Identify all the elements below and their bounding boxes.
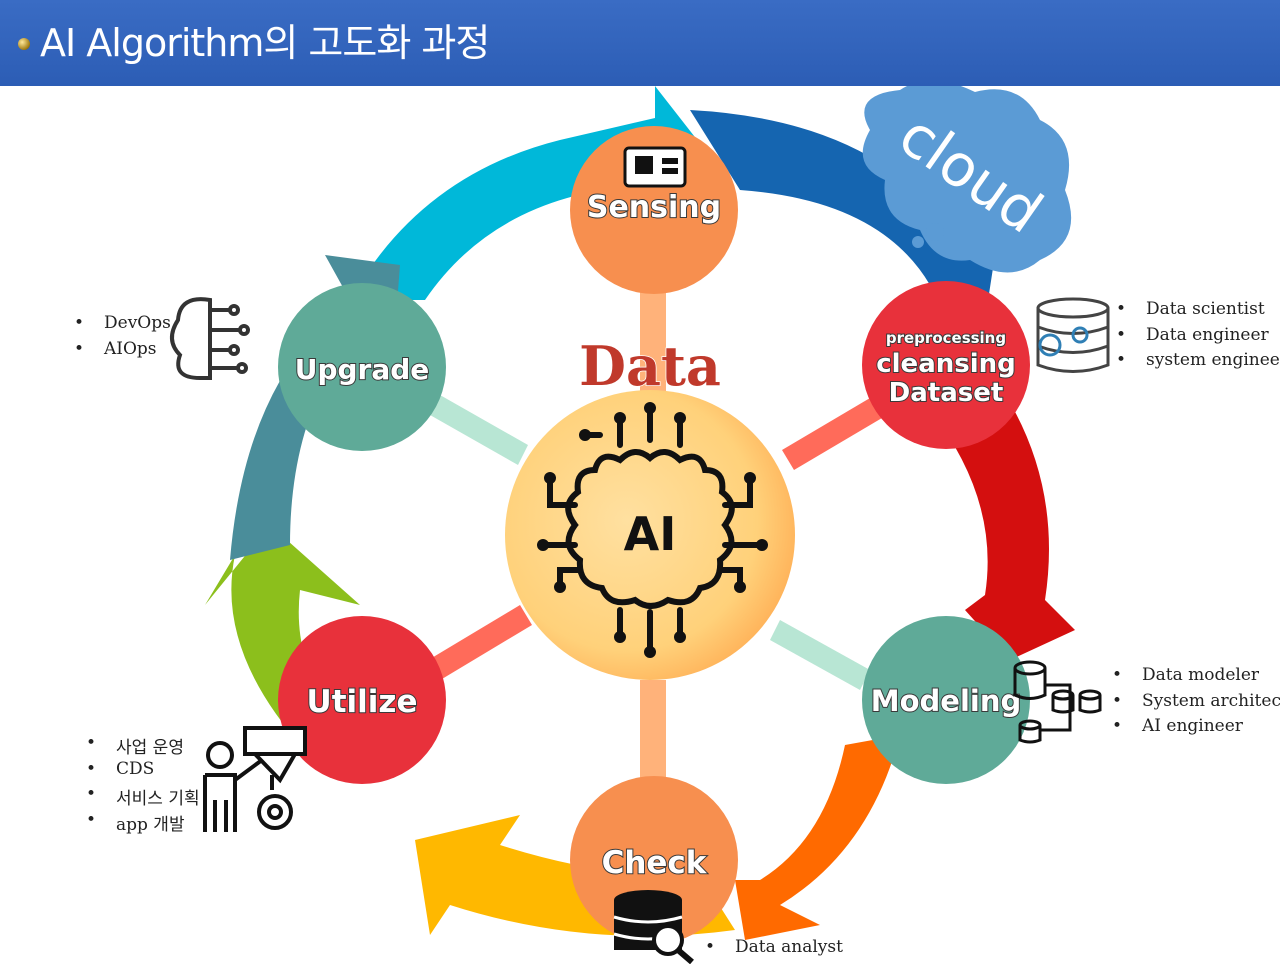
ai-brain-circuit-icon bbox=[542, 407, 763, 653]
node-upgrade-label: Upgrade bbox=[295, 353, 430, 386]
database-search-icon bbox=[613, 890, 694, 964]
node-upgrade: Upgrade bbox=[278, 283, 446, 451]
roles-upgrade-list: DevOps AIOps bbox=[74, 313, 171, 364]
node-modeling: Modeling bbox=[862, 616, 1030, 784]
title-bullet-icon bbox=[18, 38, 30, 50]
spokes bbox=[420, 290, 882, 800]
roles-check-list: Data analyst bbox=[705, 937, 843, 963]
node-utilize-label: Utilize bbox=[307, 684, 418, 720]
spoke-modeling bbox=[770, 620, 870, 690]
role-item: Data scientist bbox=[1116, 299, 1280, 325]
role-item: system engineer bbox=[1116, 350, 1280, 376]
page-title: AI Algorithm의 고도화 과정 bbox=[40, 21, 490, 65]
node-sensing-label: Sensing bbox=[587, 190, 721, 225]
role-item: Data analyst bbox=[705, 937, 843, 963]
node-check: Check bbox=[570, 776, 738, 944]
title-bar: AI Algorithm의 고도화 과정 bbox=[0, 0, 1280, 86]
role-item: 사업 운영 bbox=[86, 733, 200, 759]
spoke-sensing bbox=[640, 290, 666, 400]
database-network-icon bbox=[1013, 660, 1102, 744]
brain-network-icon bbox=[170, 297, 250, 380]
circuit-nodes bbox=[537, 402, 768, 658]
node-modeling-label: Modeling bbox=[871, 684, 1022, 718]
role-item: AI engineer bbox=[1112, 716, 1280, 742]
role-item: Data modeler bbox=[1112, 665, 1280, 691]
spoke-upgrade bbox=[430, 395, 528, 465]
node-preprocessing: preprocessing cleansing Dataset bbox=[862, 281, 1030, 449]
role-item: CDS bbox=[86, 759, 200, 785]
center-hub: Data AI bbox=[505, 333, 795, 680]
node-preprocessing-line3: Dataset bbox=[889, 378, 1004, 408]
person-filter-gear-icon bbox=[203, 726, 307, 832]
node-preprocessing-line1: preprocessing bbox=[886, 329, 1006, 347]
ring-arrow-sensing-to-preprocessing bbox=[690, 110, 995, 320]
ai-cycle-diagram: cloud Data AI bbox=[170, 86, 1110, 964]
ring-arrow-modeling-to-check bbox=[735, 735, 900, 940]
roles-preprocessing-list: Data scientist Data engineer system engi… bbox=[1116, 299, 1280, 376]
database-gear-icon bbox=[1036, 297, 1110, 373]
node-check-label: Check bbox=[602, 845, 708, 881]
role-item: System architect bbox=[1112, 691, 1280, 717]
spoke-utilize bbox=[420, 605, 532, 685]
center-data-title: Data bbox=[579, 334, 721, 398]
node-preprocessing-line2: cleansing bbox=[876, 349, 1016, 379]
spoke-preprocessing bbox=[782, 398, 882, 470]
center-ai-label: AI bbox=[624, 507, 677, 561]
cloud-shape: cloud bbox=[862, 86, 1072, 273]
node-sensing: Sensing bbox=[570, 126, 738, 294]
role-item: Data engineer bbox=[1116, 325, 1280, 351]
role-item: DevOps bbox=[74, 313, 171, 339]
node-utilize: Utilize bbox=[278, 616, 446, 784]
roles-modeling-list: Data modeler System architect AI enginee… bbox=[1112, 665, 1280, 742]
roles-utilize-list: 사업 운영 CDS 서비스 기획 app 개발 bbox=[86, 733, 200, 835]
ring-arrow-utilize-to-upgrade bbox=[205, 525, 360, 750]
role-item: AIOps bbox=[74, 339, 171, 365]
role-item: 서비스 기획 bbox=[86, 784, 200, 810]
role-item: app 개발 bbox=[86, 810, 200, 836]
circuit-board-icon bbox=[623, 146, 687, 188]
